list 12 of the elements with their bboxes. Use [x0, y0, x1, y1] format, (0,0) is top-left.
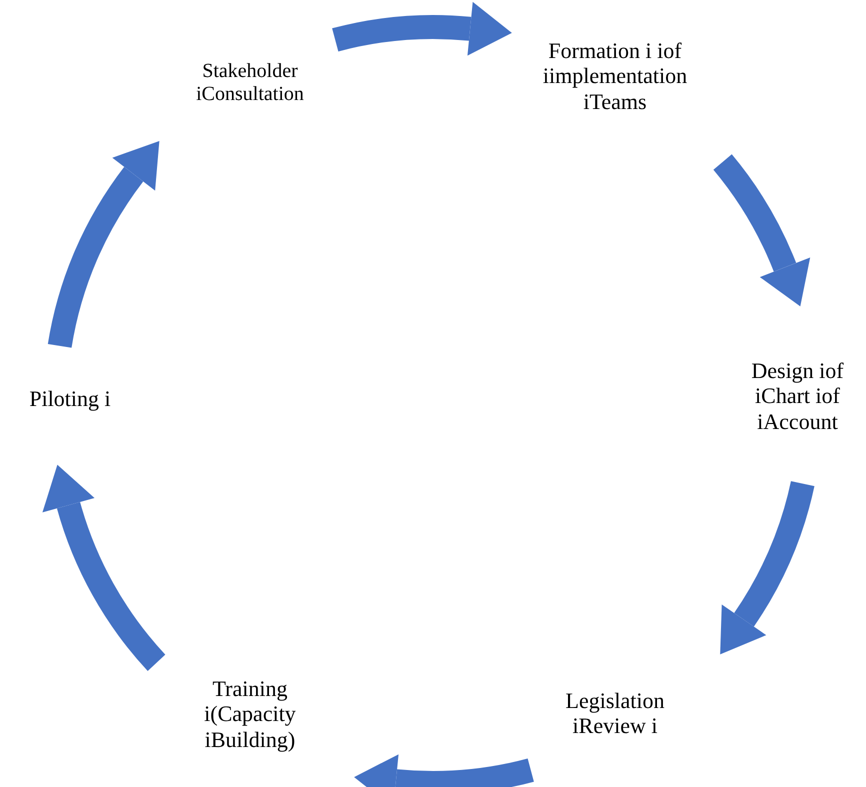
curved-arrow [354, 754, 534, 787]
step-label: Formation i iof iimplementation iTeams [520, 38, 710, 114]
curved-arrow [721, 480, 814, 656]
curved-arrow [48, 139, 158, 349]
step-label: Legislation iReview i [545, 688, 685, 739]
curved-arrow [42, 465, 166, 670]
curved-arrow [332, 2, 512, 56]
step-label: Design iof iChart iof iAccount [730, 358, 865, 434]
step-label: Training i(Capacity iBuilding) [185, 676, 315, 752]
step-label: Stakeholder iConsultation [180, 60, 320, 106]
step-label: Piloting i [5, 386, 135, 412]
curved-arrow [713, 154, 810, 306]
